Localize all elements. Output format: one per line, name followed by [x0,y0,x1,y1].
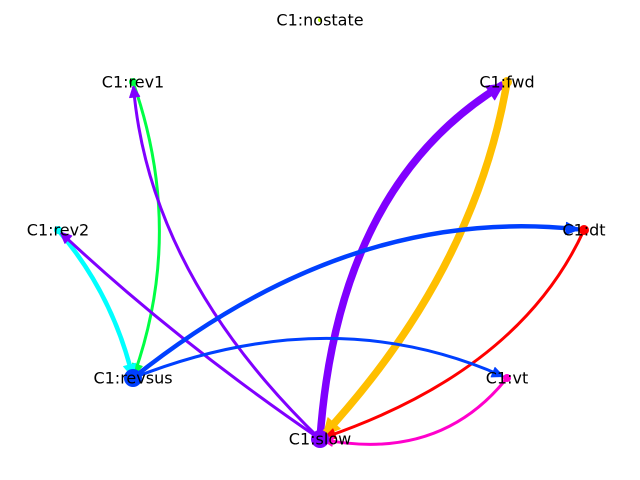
node-label-fwd: C1:fwd [479,73,534,92]
edge-arrowhead-slow-to-fwd [485,83,505,101]
edge-arrowhead-slow-to-rev2 [59,231,73,244]
node-rev1 [129,78,137,86]
node-dt [579,225,589,235]
edge-vt-to-slow [322,376,509,446]
node-fwd [502,77,512,87]
edge-arrowhead-revsus-to-dt [565,221,580,236]
node-nostate [318,18,322,22]
edge-rev2-to-revsus [55,227,135,378]
node-label-nostate: C1:nostate [276,11,363,30]
node-label-vt: C1:vt [486,369,528,388]
node-rev2 [54,226,62,234]
node-slow [311,430,329,448]
node-label-rev1: C1:rev1 [102,73,164,92]
edge-arrowhead-slow-to-rev1 [129,85,141,99]
edge-rev1-to-revsus [131,80,161,376]
edges-layer [55,78,586,447]
edge-arrowhead-revsus-to-vt [490,366,505,378]
node-revsus [124,369,142,387]
node-vt [503,374,511,382]
edge-slow-to-fwd [316,81,506,443]
nodes-layer [54,18,589,448]
node-label-dt: C1:dt [562,221,605,240]
edge-revsus-to-vt [131,336,504,380]
edge-dt-to-slow [324,228,586,439]
node-label-revsus: C1:revsus [93,369,172,388]
node-label-rev2: C1:rev2 [27,221,89,240]
node-label-slow: C1:slow [289,430,351,449]
edge-slow-to-rev1 [132,86,322,441]
edge-slow-to-rev2 [60,231,322,441]
edge-revsus-to-dt [130,224,580,381]
edge-fwd-to-slow [320,78,511,438]
